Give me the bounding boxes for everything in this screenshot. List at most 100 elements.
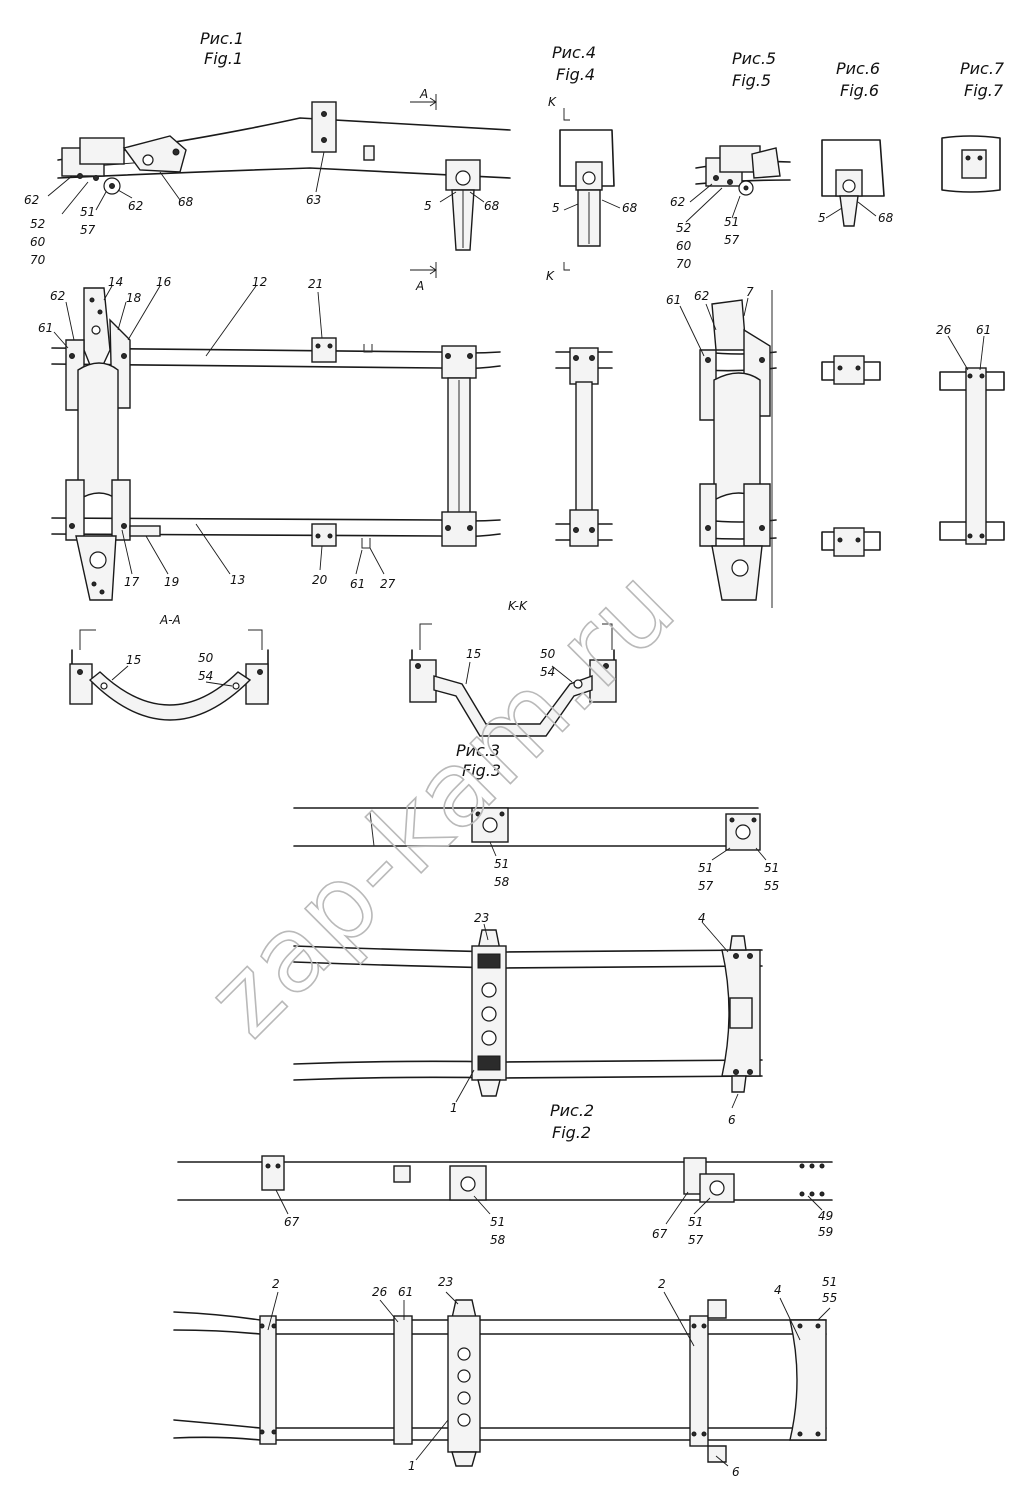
section-a-a bbox=[69, 629, 269, 721]
callout: 2 bbox=[272, 1277, 280, 1291]
callout: 19 bbox=[164, 575, 179, 589]
fig5-caption-ru: Рис.5 bbox=[732, 49, 776, 68]
callout: 68 bbox=[484, 199, 500, 213]
callout: 58 bbox=[490, 1233, 506, 1247]
fig3-side-view bbox=[293, 807, 767, 861]
section-markers: A A K K A-A K-K bbox=[159, 87, 557, 627]
callout: 60 bbox=[30, 235, 46, 249]
fig2-caption-ru: Рис.2 bbox=[550, 1101, 594, 1120]
section-k-top: K bbox=[548, 95, 557, 109]
callout: 68 bbox=[622, 201, 638, 215]
figure-captions: Рис.1 Fig.1 Рис.4 Fig.4 Рис.5 Fig.5 Рис.… bbox=[200, 29, 1005, 1142]
callout: 70 bbox=[30, 253, 46, 267]
callout: 15 bbox=[126, 653, 141, 667]
section-k-k bbox=[409, 623, 617, 737]
callout: 52 bbox=[676, 221, 691, 235]
fig4-caption-en: Fig.4 bbox=[556, 65, 595, 84]
callout: 16 bbox=[156, 275, 172, 289]
fig3-caption-ru: Рис.3 bbox=[456, 741, 500, 760]
callout: 68 bbox=[178, 195, 194, 209]
callout: 61 bbox=[976, 323, 991, 337]
callout: 5 bbox=[552, 201, 560, 215]
fig1-caption-en: Fig.1 bbox=[204, 49, 243, 68]
section-aa-title: A-A bbox=[159, 613, 181, 627]
watermark-text: zap-kam.ru bbox=[183, 544, 699, 1060]
callout: 58 bbox=[494, 875, 510, 889]
callout: 7 bbox=[746, 285, 754, 299]
fig5-caption-en: Fig.5 bbox=[732, 71, 771, 90]
callout: 51 bbox=[698, 861, 713, 875]
fig1-side-view bbox=[47, 94, 511, 278]
callout: 51 bbox=[494, 857, 509, 871]
callout: 59 bbox=[818, 1225, 833, 1239]
callout: 57 bbox=[698, 879, 714, 893]
callout: 1 bbox=[408, 1459, 416, 1473]
callout: 63 bbox=[306, 193, 321, 207]
fig7-caption-en: Fig.7 bbox=[964, 81, 1004, 100]
callout: 51 bbox=[764, 861, 779, 875]
callout: 4 bbox=[698, 911, 706, 925]
callout: 54 bbox=[198, 669, 213, 683]
callout: 49 bbox=[818, 1209, 833, 1223]
callout: 51 bbox=[688, 1215, 703, 1229]
callout: 61 bbox=[666, 293, 681, 307]
callout: 1 bbox=[450, 1101, 458, 1115]
callout: 57 bbox=[688, 1233, 704, 1247]
fig2-side-view bbox=[177, 1155, 833, 1225]
callout: 51 bbox=[490, 1215, 505, 1229]
fig1-caption-ru: Рис.1 bbox=[200, 29, 244, 48]
callout: 5 bbox=[818, 211, 826, 225]
callout: 51 bbox=[724, 215, 739, 229]
callout: 62 bbox=[694, 289, 709, 303]
callout: 26 bbox=[936, 323, 952, 337]
callout: 5 bbox=[424, 199, 432, 213]
callout: 6 bbox=[732, 1465, 740, 1479]
callout: 61 bbox=[398, 1285, 413, 1299]
callout: 55 bbox=[764, 879, 779, 893]
fig1-plan-view bbox=[51, 285, 501, 601]
callout: 62 bbox=[24, 193, 39, 207]
callout: 50 bbox=[198, 651, 214, 665]
fig6-caption-ru: Рис.6 bbox=[836, 59, 880, 78]
fig3-caption-en: Fig.3 bbox=[462, 761, 501, 780]
callout: 18 bbox=[126, 291, 142, 305]
callout: 60 bbox=[676, 239, 692, 253]
callout: 6 bbox=[728, 1113, 736, 1127]
callout: 68 bbox=[878, 211, 894, 225]
callout: 21 bbox=[308, 277, 323, 291]
fig2-caption-en: Fig.2 bbox=[552, 1123, 591, 1142]
callout: 23 bbox=[474, 911, 489, 925]
section-a-bottom: A bbox=[415, 279, 424, 293]
callout: 67 bbox=[284, 1215, 300, 1229]
callout: 50 bbox=[540, 647, 556, 661]
section-k-bottom: K bbox=[546, 269, 555, 283]
callout: 17 bbox=[124, 575, 140, 589]
fig6-caption-en: Fig.6 bbox=[840, 81, 879, 100]
fig5 bbox=[679, 145, 791, 608]
section-a-top: A bbox=[419, 87, 428, 101]
callout: 67 bbox=[652, 1227, 668, 1241]
callout: 62 bbox=[50, 289, 65, 303]
fig7 bbox=[939, 135, 1005, 545]
callout: 52 bbox=[30, 217, 45, 231]
callout: 57 bbox=[724, 233, 740, 247]
callout: 2 bbox=[658, 1277, 666, 1291]
callout: 70 bbox=[676, 257, 692, 271]
section-kk-title: K-K bbox=[508, 599, 528, 613]
callout: 20 bbox=[312, 573, 328, 587]
callout: 62 bbox=[128, 199, 143, 213]
callout: 61 bbox=[350, 577, 365, 591]
callout: 51 bbox=[822, 1275, 837, 1289]
fig7-caption-ru: Рис.7 bbox=[960, 59, 1005, 78]
callout: 4 bbox=[774, 1283, 782, 1297]
callout: 55 bbox=[822, 1291, 837, 1305]
fig3-plan-view bbox=[293, 921, 763, 1109]
callout: 61 bbox=[38, 321, 53, 335]
callout: 27 bbox=[380, 577, 396, 591]
callout: 13 bbox=[230, 573, 245, 587]
fig6 bbox=[821, 139, 885, 557]
callout: 15 bbox=[466, 647, 481, 661]
callout: 62 bbox=[670, 195, 685, 209]
fig4 bbox=[555, 108, 621, 547]
